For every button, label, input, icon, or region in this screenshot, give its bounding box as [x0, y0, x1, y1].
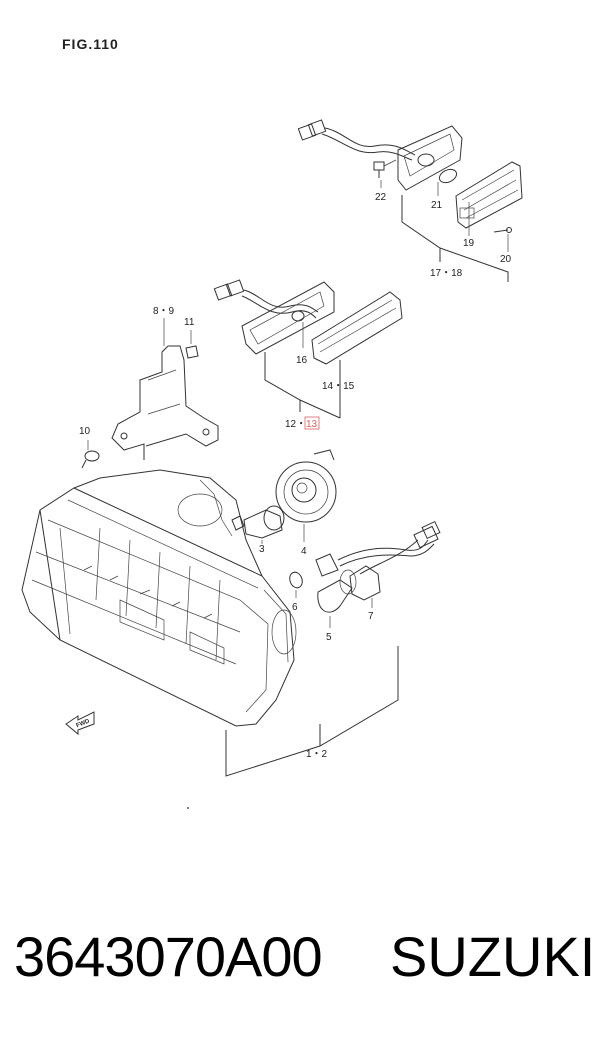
diagram-drawing: FWD 1・2 3 4 5 6 7 8・9 10 11 12・ 13 14・15… — [21, 119, 523, 809]
footer — [0, 866, 600, 1040]
callout-7: 7 — [368, 611, 374, 622]
callout-6: 6 — [292, 602, 298, 613]
headlamp-bracket — [81, 318, 219, 469]
callout-1-2: 1・2 — [306, 749, 328, 760]
callout-14-15: 14・15 — [322, 381, 355, 392]
figure-title: FIG.110 — [62, 36, 119, 52]
callout-8-9: 8・9 — [153, 306, 175, 317]
callout-22: 22 — [375, 192, 387, 203]
headlamp-assembly — [21, 469, 399, 777]
exploded-parts-diagram: FIG.110 — [21, 36, 523, 809]
fwd-arrow-icon: FWD — [65, 711, 95, 736]
callout-4: 4 — [301, 546, 307, 557]
callout-10: 10 — [79, 426, 91, 437]
callout-13: 13 — [306, 419, 318, 430]
bulbs-and-sockets — [231, 449, 441, 628]
brand-name: SUZUKI — [390, 925, 596, 988]
callout-3: 3 — [259, 544, 265, 555]
callout-20: 20 — [500, 254, 512, 265]
callout-16: 16 — [296, 355, 308, 366]
fwd-label: FWD — [76, 718, 92, 729]
callout-13-highlight — [304, 416, 320, 430]
callout-5: 5 — [326, 632, 332, 643]
callout-11: 11 — [184, 317, 195, 328]
callout-12: 12・ — [285, 419, 306, 430]
part-number: 3643070A00 — [14, 925, 323, 988]
callout-17-18: 17・18 — [430, 268, 463, 279]
side-marker-lamp-lower — [213, 279, 403, 419]
side-marker-lamp-upper — [297, 119, 523, 282]
callout-21: 21 — [431, 200, 443, 211]
callout-19: 19 — [463, 238, 475, 249]
